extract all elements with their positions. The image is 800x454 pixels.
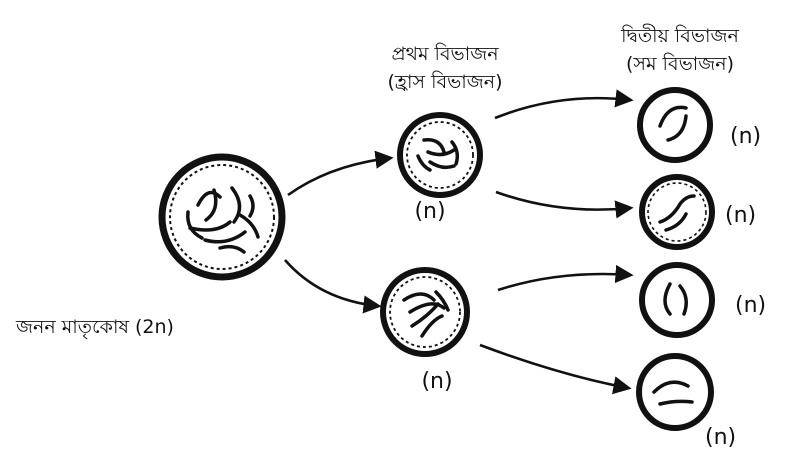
arrow-to-second-1: [494, 89, 634, 120]
mother-cell: [158, 153, 286, 281]
mother-cell-label: জনন মাতৃকোষ (2n): [15, 316, 174, 339]
first-division-cell-upper: [397, 112, 483, 198]
first-division-title: প্রথম বিভাজন: [391, 43, 499, 65]
arrows: [284, 89, 634, 395]
arrow-to-second-3: [497, 264, 634, 292]
haploid-label-right-4: (n): [705, 425, 736, 450]
haploid-label-lower-mid: (n): [421, 369, 452, 394]
haploid-label-upper-mid: (n): [414, 199, 445, 224]
mother-cell-chromosomes: [186, 186, 260, 254]
haploid-label-right-2: (n): [725, 203, 756, 228]
second-division-cell-1: [637, 87, 713, 163]
second-division-subtitle: (সম বিভাজন): [626, 53, 734, 75]
arrow-to-first-upper: [287, 150, 394, 197]
second-division-cell-3: [639, 262, 715, 338]
first-division-cell-lower: [380, 267, 470, 357]
second-division-cell-4: [636, 353, 714, 431]
second-division-cell-2: [639, 174, 715, 250]
haploid-label-right-1: (n): [730, 124, 761, 149]
arrow-to-second-4: [479, 343, 632, 395]
haploid-label-right-3: (n): [735, 293, 766, 318]
first-division-subtitle: (হ্রাস বিভাজন): [387, 71, 502, 93]
second-division-title: দ্বিতীয় বিভাজন: [620, 24, 739, 47]
arrow-to-second-2: [495, 190, 634, 219]
arrow-to-first-lower: [284, 259, 382, 314]
